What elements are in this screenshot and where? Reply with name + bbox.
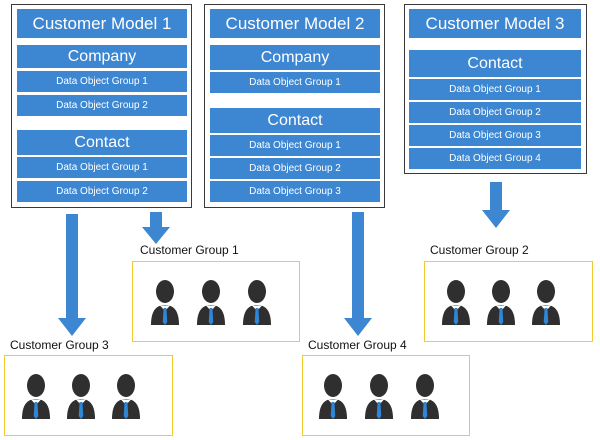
person-icon — [486, 278, 516, 326]
group-label: Customer Group 1 — [140, 243, 239, 257]
person-icon — [21, 372, 51, 420]
data-object-group: Data Object Group 1 — [17, 71, 187, 92]
section-label: Company — [210, 45, 380, 70]
person-icon — [66, 372, 96, 420]
data-object-group: Data Object Group 2 — [17, 95, 187, 116]
arrow-model3-to-group2 — [482, 182, 510, 228]
data-object-group: Data Object Group 4 — [409, 148, 581, 169]
data-object-group: Data Object Group 2 — [210, 158, 380, 179]
arrow-model1-to-group3 — [58, 214, 86, 336]
person-icon — [150, 278, 180, 326]
data-object-group: Data Object Group 1 — [409, 79, 581, 100]
person-icon — [242, 278, 272, 326]
customer-group-3 — [4, 355, 173, 436]
person-icon — [410, 372, 440, 420]
group-label: Customer Group 4 — [308, 338, 407, 352]
data-object-group: Data Object Group 1 — [210, 135, 380, 156]
arrow-model2-to-group4 — [344, 212, 372, 336]
customer-group-1 — [132, 261, 300, 342]
arrow-model1-to-group1 — [142, 212, 170, 244]
person-icon — [196, 278, 226, 326]
model-title: Customer Model 2 — [210, 9, 380, 38]
person-icon — [364, 372, 394, 420]
data-object-group: Data Object Group 1 — [210, 72, 380, 93]
data-object-group: Data Object Group 2 — [17, 181, 187, 202]
section-label: Contact — [409, 50, 581, 77]
person-icon — [531, 278, 561, 326]
data-object-group: Data Object Group 2 — [409, 102, 581, 123]
data-object-group: Data Object Group 3 — [409, 125, 581, 146]
person-icon — [111, 372, 141, 420]
group-label: Customer Group 3 — [10, 338, 109, 352]
data-object-group: Data Object Group 3 — [210, 181, 380, 202]
section-label: Contact — [210, 108, 380, 133]
person-icon — [318, 372, 348, 420]
group-label: Customer Group 2 — [430, 243, 529, 257]
section-label: Company — [17, 45, 187, 68]
model-title: Customer Model 3 — [409, 9, 581, 38]
model-title: Customer Model 1 — [17, 9, 187, 38]
person-icon — [441, 278, 471, 326]
data-object-group: Data Object Group 1 — [17, 157, 187, 178]
section-label: Contact — [17, 130, 187, 155]
